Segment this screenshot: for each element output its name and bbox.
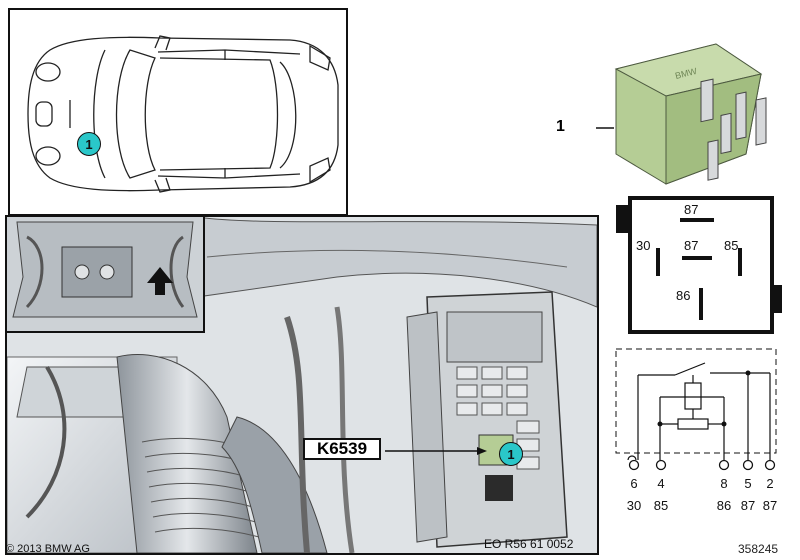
relay-schematic xyxy=(615,348,777,460)
engine-relay-marker: 1 xyxy=(499,442,523,466)
pin-87-top: 87 xyxy=(684,202,699,217)
car-location-marker: 1 xyxy=(77,132,101,156)
engine-overview-inset xyxy=(7,217,205,333)
pin-85: 85 xyxy=(724,238,739,253)
terminal-87b-label: 87 xyxy=(762,498,778,513)
part-number-label: 1 xyxy=(556,118,565,135)
car-outline-drawing xyxy=(27,35,339,193)
pin-86: 86 xyxy=(676,288,691,303)
terminal-86-label: 86 xyxy=(716,498,732,513)
terminal-8-label: 8 xyxy=(720,476,728,491)
eo-code-label: EO R56 61 0052 xyxy=(484,537,574,551)
terminal-85-label: 85 xyxy=(653,498,669,513)
copyright-label: © 2013 BMW AG xyxy=(6,543,90,555)
terminal-87-label: 87 xyxy=(740,498,756,513)
engine-overview-drawing xyxy=(7,217,203,331)
pin-layout-drawing xyxy=(656,218,742,320)
figure-number-label: 358245 xyxy=(738,542,779,556)
relay-component-drawing: BMW xyxy=(596,43,767,185)
pin-87-center: 87 xyxy=(684,238,699,253)
pin-layout-panel: 87 30 87 85 86 xyxy=(628,196,774,334)
terminal-4-label: 4 xyxy=(657,476,665,491)
car-top-view-panel: 1 xyxy=(8,8,348,216)
pin-panel-left-tab xyxy=(616,205,628,233)
engine-bay-panel: 1 xyxy=(5,215,599,555)
pin-panel-right-tab xyxy=(770,285,782,313)
terminal-30-label: 30 xyxy=(626,498,642,513)
relay-designation-label: K6539 xyxy=(303,438,381,460)
pin-30: 30 xyxy=(636,238,651,253)
terminal-2-label: 2 xyxy=(766,476,774,491)
terminal-5-label: 5 xyxy=(744,476,752,491)
schematic-terminal-pins xyxy=(628,459,776,471)
terminal-6-label: 6 xyxy=(630,476,638,491)
